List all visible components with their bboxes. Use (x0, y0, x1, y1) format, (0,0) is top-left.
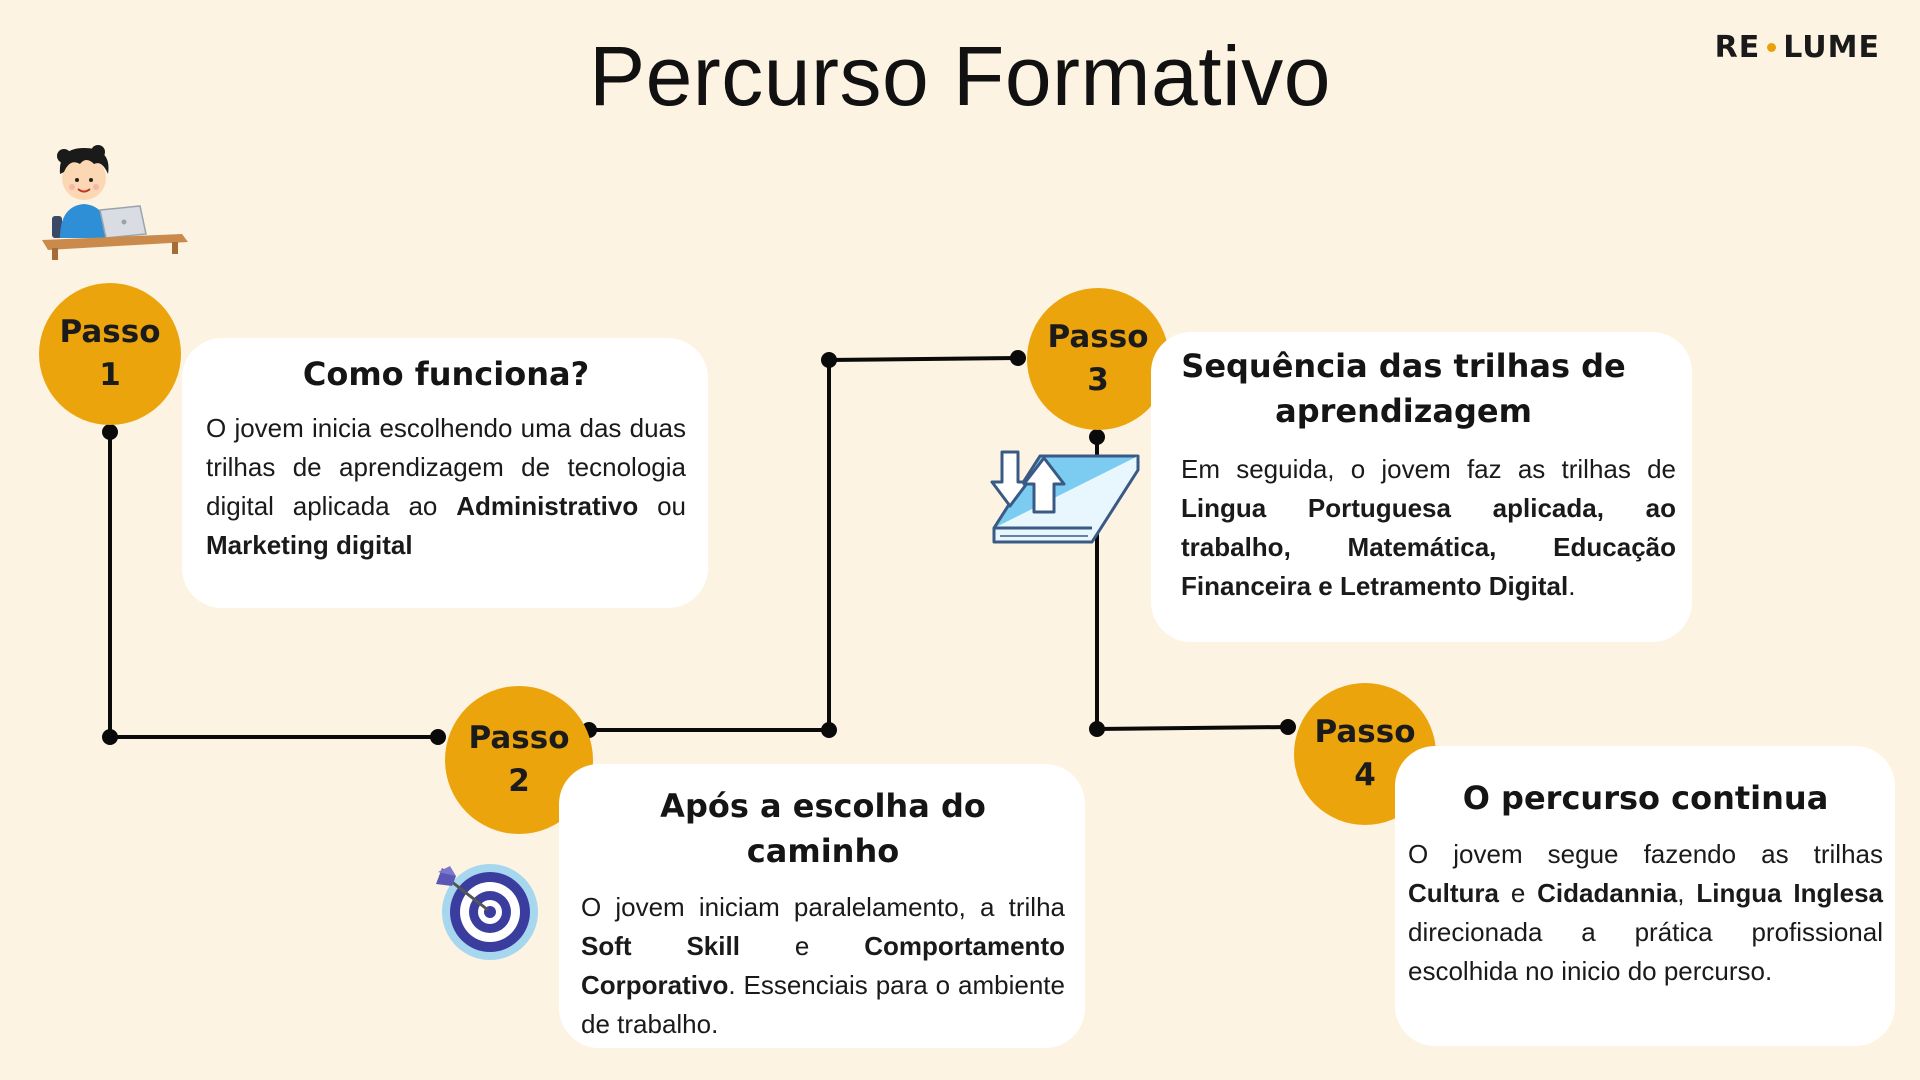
emphasis-text: Marketing digital (206, 529, 413, 560)
step-number: 3 (1087, 362, 1109, 398)
node-dot (1280, 719, 1296, 735)
body-text: Em seguida, o jovem faz as trilhas de (1181, 453, 1676, 484)
body-text: . (1568, 570, 1576, 601)
step-description: O jovem inicia escolhendo uma das duas t… (206, 409, 686, 565)
logo-text-left: RE (1714, 30, 1761, 65)
connector-step2-step3 (589, 356, 1019, 732)
body-text: O jovem iniciam paralelamento, a trilha (581, 891, 1065, 922)
emphasis-text: Administrativo (456, 490, 639, 521)
step-heading: O percurso continua (1462, 779, 1829, 817)
node-dot (430, 729, 446, 745)
body-text: , (1677, 877, 1697, 908)
body-text: . Essenciais para o ambiente de trabalho… (581, 969, 1065, 1039)
step-heading: Como funciona? (302, 355, 590, 393)
step-number: 1 (99, 357, 121, 393)
step-label: Passo (468, 719, 570, 756)
step-card-1: Como funciona? O jovem inicia escolhendo… (182, 338, 708, 608)
step-card-2: Após a escolha do caminho O jovem inicia… (559, 764, 1085, 1048)
body-text: O jovem inicia escolhendo uma das duas t… (206, 412, 686, 521)
emphasis-text: Lingua Portuguesa aplicada, ao trabalho,… (1181, 492, 1676, 601)
body-text: O jovem segue fazendo as trilhas (1408, 838, 1883, 869)
target-dart-icon (436, 864, 538, 960)
node-dot (821, 352, 837, 368)
step-card-3: Sequência das trilhas de aprendizagem Em… (1151, 332, 1692, 642)
body-text: e (739, 930, 865, 961)
node-dot (1010, 350, 1026, 366)
step-number: 2 (508, 763, 530, 799)
relume-logo: RE LUME (1715, 30, 1880, 65)
person-at-laptop-icon (42, 145, 188, 260)
step-heading: Sequência das trilhas de aprendizagem (1181, 347, 1626, 430)
body-text: e (1499, 877, 1538, 908)
logo-dot (1767, 43, 1777, 52)
step-label: Passo (59, 313, 161, 350)
step-card-4: O percurso continua O jovem segue fazend… (1395, 746, 1895, 1046)
step-description: O jovem segue fazendo as trilhas Cultura… (1408, 835, 1883, 991)
emphasis-text: Comportamento Corporativo (581, 930, 1065, 1000)
step-number: 4 (1354, 757, 1376, 793)
emphasis-text: Lingua Inglesa (1696, 877, 1883, 908)
page-title: Percurso Formativo (589, 29, 1331, 123)
emphasis-text: Soft Skill (581, 930, 740, 961)
step-circle-3: Passo 3 (1027, 288, 1169, 430)
node-dot (1089, 721, 1105, 737)
step-description: O jovem iniciam paralelamento, a trilha … (581, 888, 1065, 1044)
step-heading: Após a escolha do caminho (660, 787, 986, 870)
step-description: Em seguida, o jovem faz as trilhas de Li… (1181, 450, 1676, 606)
step-label: Passo (1047, 318, 1149, 355)
emphasis-text: Cidadannia (1537, 877, 1678, 908)
emphasis-text: Cultura (1408, 877, 1499, 908)
body-text: ou (638, 490, 686, 521)
book-arrows-icon (990, 450, 1140, 544)
node-dot (1089, 429, 1105, 445)
step-circle-1: Passo 1 (39, 283, 181, 425)
step-label: Passo (1314, 713, 1416, 750)
node-dot (102, 729, 118, 745)
node-dot (821, 722, 837, 738)
logo-text-right: LUME (1783, 30, 1880, 65)
node-dot (102, 424, 118, 440)
body-text: direcionada a prática profissional escol… (1408, 916, 1883, 986)
